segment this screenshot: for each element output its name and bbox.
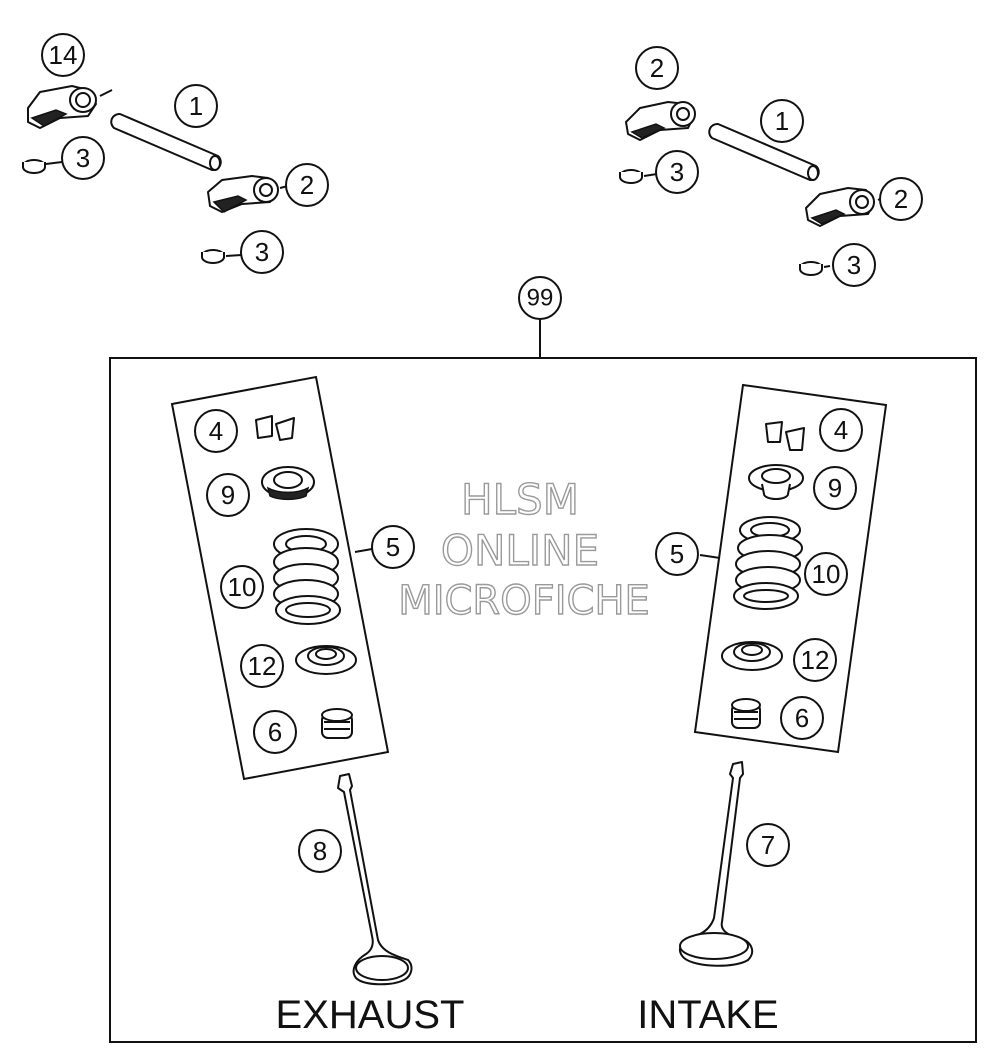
- callout-2-left: 2: [285, 163, 329, 207]
- valve-stem-seal-left[interactable]: [321, 708, 353, 739]
- callout-7: 7: [746, 823, 790, 867]
- shim-right-top[interactable]: [619, 169, 643, 184]
- spring-retainer-right[interactable]: [748, 464, 804, 500]
- callout-4-left: 4: [194, 409, 238, 453]
- callout-9-right: 9: [813, 466, 857, 510]
- callout-2-right-bottom: 2: [879, 177, 923, 221]
- callout-4-left-number: 4: [209, 416, 223, 446]
- callout-3-left-top: 3: [61, 136, 105, 180]
- shim-left-top[interactable]: [22, 159, 46, 174]
- watermark-line-1: HLSM: [461, 475, 579, 524]
- callout-5-right-number: 5: [670, 539, 684, 569]
- valve-stem-seal-right[interactable]: [731, 698, 761, 729]
- callout-6-right-number: 6: [795, 703, 809, 733]
- callout-7-number: 7: [761, 830, 775, 860]
- spring-seat-left[interactable]: [295, 645, 357, 675]
- callout-2-right-top-number: 2: [650, 53, 664, 83]
- callout-1-right: 1: [760, 99, 804, 143]
- callout-9-left: 9: [206, 473, 250, 517]
- intake-kit-panel: [693, 383, 888, 754]
- callout-10-left-number: 10: [228, 572, 257, 602]
- shim-left-bottom[interactable]: [201, 249, 225, 264]
- rocker-shaft-left[interactable]: [110, 112, 222, 172]
- rocker-arm-2-left[interactable]: [207, 175, 279, 213]
- callout-9-right-number: 9: [828, 473, 842, 503]
- callout-3-right-bottom: 3: [832, 243, 876, 287]
- exhaust-kit-panel: [170, 375, 390, 781]
- rocker-arm-14[interactable]: [27, 85, 97, 129]
- callout-2-right-top: 2: [635, 46, 679, 90]
- intake-valve[interactable]: [679, 761, 754, 967]
- callout-3-right-top-number: 3: [670, 157, 684, 187]
- intake-label: INTAKE: [637, 993, 779, 1037]
- valve-spring-left[interactable]: [273, 528, 341, 625]
- valve-keepers-left[interactable]: [255, 415, 295, 441]
- watermark: HLSM ONLINE MICROFICHE: [397, 474, 650, 624]
- callout-5-left: 5: [371, 525, 415, 569]
- callout-99: 99: [518, 276, 562, 320]
- callout-14: 14: [41, 33, 85, 77]
- callout-12-right: 12: [793, 638, 837, 682]
- shim-right-bottom[interactable]: [799, 261, 823, 276]
- callout-4-right-number: 4: [834, 415, 848, 445]
- callout-12-left: 12: [240, 644, 284, 688]
- callout-9-left-number: 9: [221, 480, 235, 510]
- callout-1-right-number: 1: [775, 106, 789, 136]
- callout-14-number: 14: [49, 40, 78, 70]
- callout-99-number: 99: [527, 285, 554, 312]
- callout-2-left-number: 2: [300, 170, 314, 200]
- callout-8-number: 8: [313, 836, 327, 866]
- watermark-line-2: ONLINE: [441, 526, 599, 575]
- callout-3-left-top-number: 3: [76, 143, 90, 173]
- callout-8: 8: [298, 829, 342, 873]
- callout-12-right-number: 12: [801, 645, 830, 675]
- callout-6-left-number: 6: [268, 717, 282, 747]
- rocker-arm-2-right-bottom[interactable]: [805, 187, 875, 227]
- callout-3-right-top: 3: [655, 150, 699, 194]
- kit-99-box: [109, 357, 977, 1043]
- spring-seat-right[interactable]: [721, 641, 783, 671]
- callout-5-right: 5: [655, 532, 699, 576]
- rocker-shaft-right[interactable]: [708, 122, 820, 182]
- exhaust-label: EXHAUST: [276, 993, 465, 1037]
- callout-3-right-bottom-number: 3: [847, 250, 861, 280]
- callout-6-right: 6: [780, 696, 824, 740]
- exhaust-valve[interactable]: [337, 773, 413, 986]
- callout-1-left: 1: [174, 84, 218, 128]
- callout-5-left-number: 5: [386, 532, 400, 562]
- valve-spring-right[interactable]: [733, 516, 803, 610]
- spring-retainer-left[interactable]: [261, 466, 315, 501]
- callout-10-left: 10: [220, 565, 264, 609]
- callout-12-left-number: 12: [248, 651, 277, 681]
- callout-3-left-bottom: 3: [240, 230, 284, 274]
- callout-2-right-bottom-number: 2: [894, 184, 908, 214]
- valve-keepers-right[interactable]: [765, 421, 805, 451]
- watermark-line-3: MICROFICHE: [398, 578, 650, 624]
- callout-10-right: 10: [804, 552, 848, 596]
- callout-1-left-number: 1: [189, 91, 203, 121]
- callout-6-left: 6: [253, 710, 297, 754]
- callout-10-right-number: 10: [812, 559, 841, 589]
- callout-4-right: 4: [819, 408, 863, 452]
- callout-3-left-bottom-number: 3: [255, 237, 269, 267]
- rocker-arm-2-right-top[interactable]: [625, 101, 696, 141]
